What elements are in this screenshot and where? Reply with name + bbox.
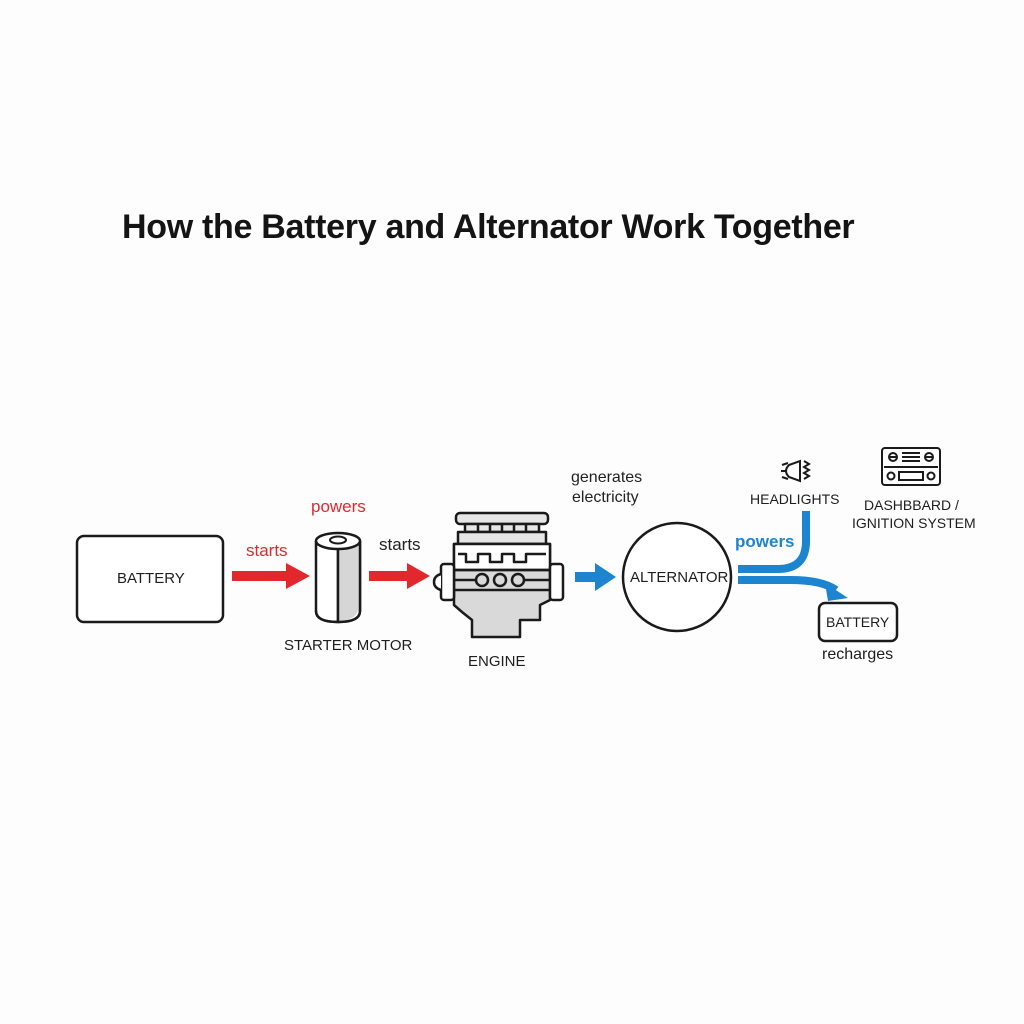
dashboard-label-line2: IGNITION SYSTEM: [852, 515, 976, 531]
headlight-icon: [781, 459, 811, 483]
battery-small-label: BATTERY: [826, 614, 890, 630]
headlights-label: HEADLIGHTS: [750, 491, 840, 507]
edge-label-powers: powers: [311, 497, 366, 516]
edge-label-generates: generates: [571, 469, 643, 486]
edge-label-electricity: electricity: [572, 489, 639, 506]
arrow-starter-to-engine: [369, 563, 430, 589]
battery-box: [75, 534, 225, 624]
arrow-battery-to-starter: [232, 563, 310, 589]
edge-label-powers-blue: powers: [735, 532, 795, 551]
edge-label-recharges: recharges: [822, 646, 894, 663]
flow-to-headlights: [738, 511, 810, 573]
edge-label-starts-2: starts: [379, 535, 421, 554]
edge-label-starts-1: starts: [246, 541, 288, 560]
dashboard-radio-icon: [881, 447, 941, 486]
starter-motor-label: STARTER MOTOR: [284, 637, 413, 654]
starter-motor-icon: [314, 531, 362, 624]
alternator-label: ALTERNATOR: [630, 569, 729, 586]
engine-icon: [432, 511, 565, 639]
alternator-circle: [621, 521, 733, 633]
engine-label: ENGINE: [468, 653, 526, 670]
battery-small-box: [817, 601, 899, 643]
arrow-engine-to-alternator: [575, 563, 616, 591]
dashboard-label-line1: DASHBBARD /: [864, 497, 959, 513]
diagram-title: How the Battery and Alternator Work Toge…: [122, 208, 855, 246]
arrowhead-to-battery: [825, 583, 848, 601]
battery-label: BATTERY: [117, 570, 185, 587]
flow-to-battery: [738, 576, 839, 594]
